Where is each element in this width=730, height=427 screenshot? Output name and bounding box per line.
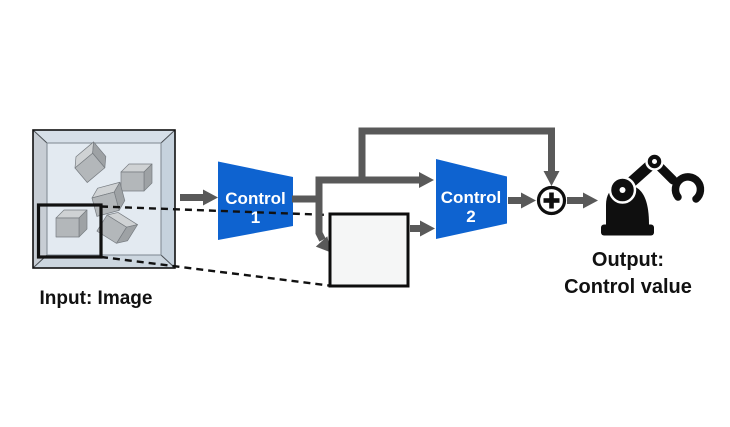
control2-label-line1: Control (441, 188, 501, 207)
flow-arrows (180, 127, 598, 253)
control1-label-line1: Control (225, 189, 285, 208)
arrow-to-crop (315, 236, 331, 253)
control2-block (436, 159, 507, 239)
control2-label-line2: 2 (466, 207, 475, 226)
control1-block (218, 161, 293, 240)
output-label-line2: Control value (564, 276, 692, 298)
output-label-line1: Output: (592, 249, 664, 271)
input-label: Input: Image (40, 288, 153, 309)
control1-label-line2: 1 (251, 208, 260, 227)
input-image-thumbnail (32, 129, 176, 269)
crop-patch-image (328, 212, 410, 288)
crop-projection-dashed-lines (100, 205, 334, 288)
robot-arm-icon (601, 152, 705, 236)
sum-plus-icon (536, 185, 567, 216)
wire-junction-down (315, 176, 326, 242)
crop-selection-rect (36, 203, 103, 259)
